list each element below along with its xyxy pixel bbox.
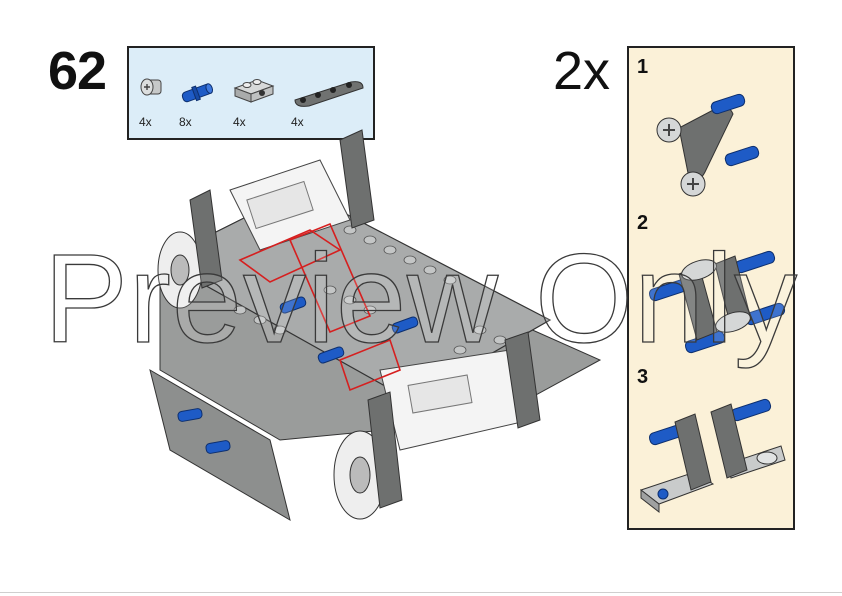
subassembly-panel: 1 2 3 [627,46,795,530]
model-illustration [149,129,602,522]
part-count: 4x [291,115,304,129]
part-count: 4x [233,115,246,129]
part-count: 4x [139,115,152,129]
liftarm-thick-dark-gray-icon [294,81,364,107]
step-number: 62 [48,41,107,101]
bottom-divider [0,592,842,593]
substep-2-illustration [648,250,786,354]
substep-1-illustration [656,93,760,197]
substep-label: 3 [637,366,649,388]
axle-pin-light-gray-icon [140,78,162,96]
subassembly-multiplier: 2x [553,41,611,101]
pin-blue-icon [181,83,214,103]
plate-with-pin-hole-light-gray-icon [233,79,275,103]
part-count: 8x [179,115,192,129]
substep-label: 1 [637,56,649,78]
parts-list: 4x 8x 4x 4x [127,46,375,140]
substep-label: 2 [637,212,649,234]
substep-3-illustration [639,398,786,514]
